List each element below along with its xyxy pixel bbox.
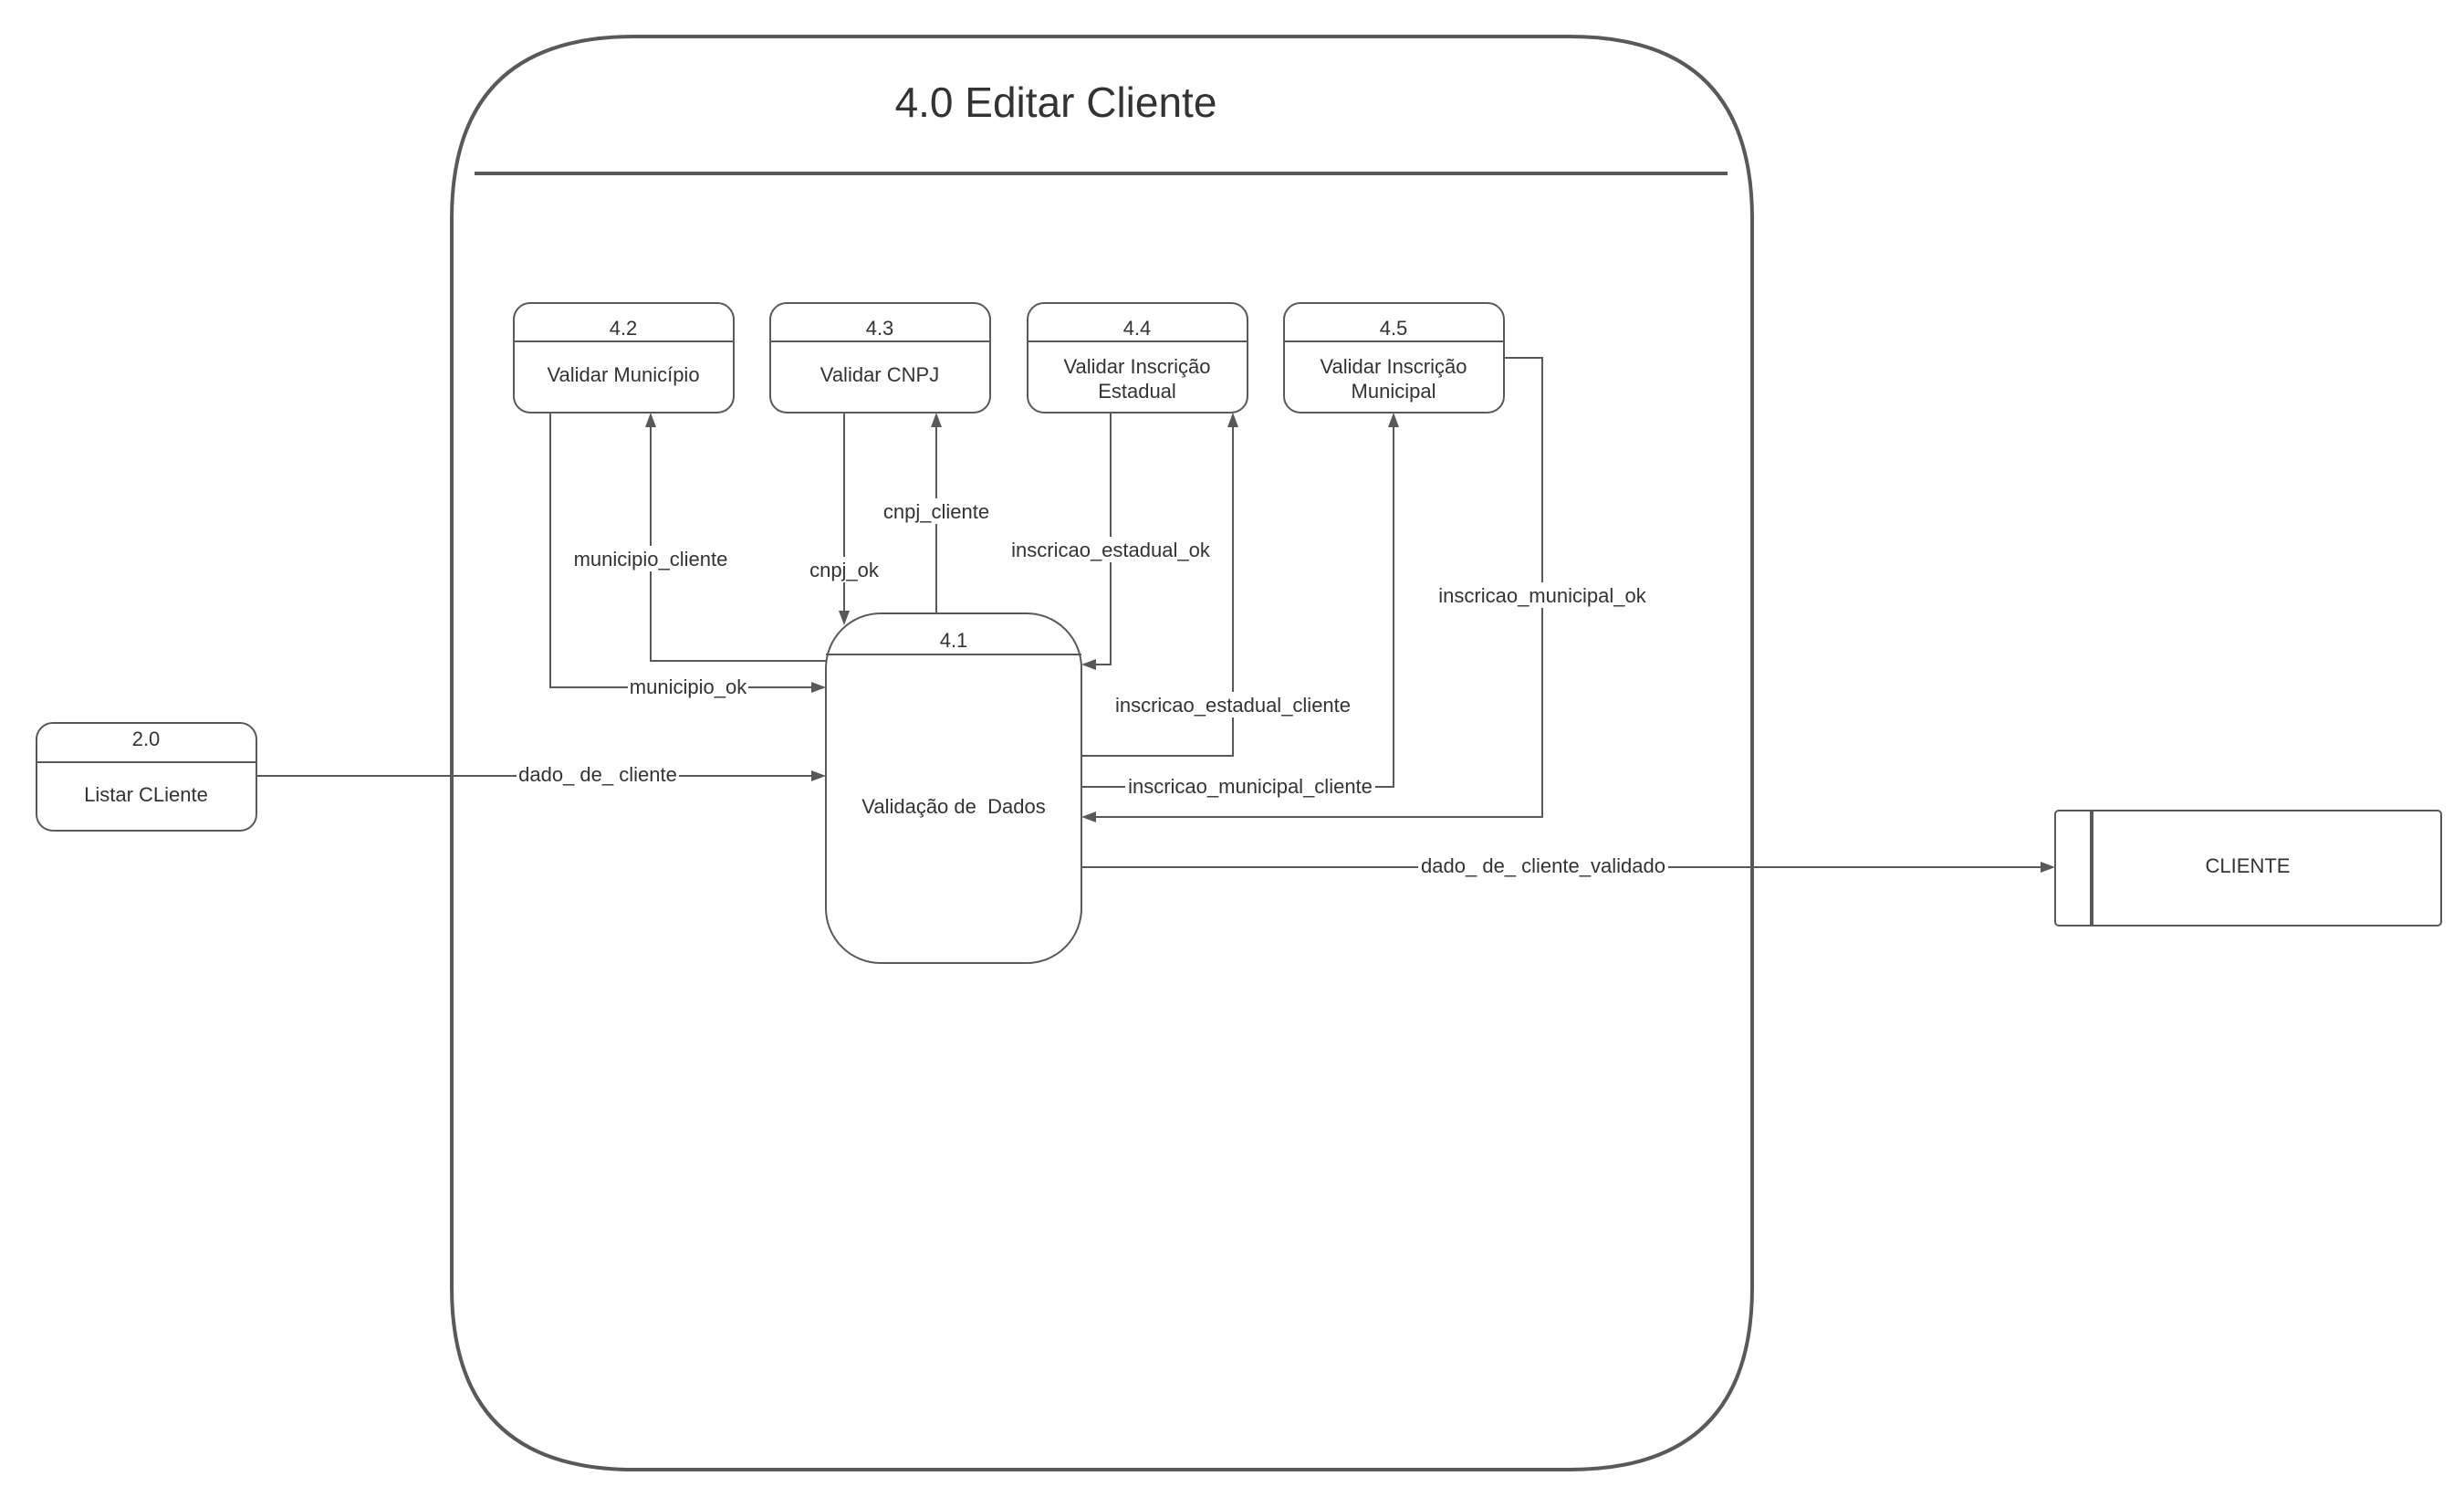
arrowhead-inscricao-estadual-ok — [1081, 659, 1096, 670]
flow-label-cnpj-cliente: cnpj_cliente — [883, 500, 989, 523]
process-4-3[interactable]: 4.3 Validar CNPJ — [769, 302, 991, 414]
arrowhead-cnpj-ok — [839, 611, 850, 625]
flow-label-municipio-cliente: municipio_cliente — [574, 548, 728, 571]
process-4-5-label-line1: Validar Inscrição — [1321, 355, 1467, 378]
process-2-0-number: 2.0 — [132, 728, 161, 750]
datastore-cliente-label: CLIENTE — [2206, 854, 2291, 877]
flow-label-inscricao-municipal-cliente: inscricao_municipal_cliente — [1128, 775, 1373, 798]
flow-label-municipio-ok: municipio_ok — [630, 675, 747, 698]
process-4-3-label: Validar CNPJ — [820, 363, 939, 386]
process-4-5-number: 4.5 — [1380, 317, 1408, 340]
flow-inscricao-estadual-ok-line — [1091, 413, 1112, 665]
flow-label-inscricao-estadual-cliente: inscricao_estadual_cliente — [1115, 694, 1351, 717]
flow-inscricao-estadual-cliente-line — [1081, 422, 1234, 757]
process-4-5-label-line2: Municipal — [1352, 380, 1436, 403]
process-4-1-number: 4.1 — [940, 629, 968, 652]
process-4-4-number: 4.4 — [1123, 317, 1152, 340]
process-4-1-label: Validação de Dados — [861, 795, 1045, 818]
process-4-2-label: Validar Município — [547, 363, 699, 386]
flow-label-dado-de-cliente-validado: dado_ de_ cliente_validado — [1421, 854, 1665, 877]
flow-inscricao-municipal-cliente-line — [1081, 422, 1394, 788]
arrowhead-cnpj-cliente — [931, 413, 942, 427]
process-4-1[interactable]: 4.1 Validação de Dados — [825, 612, 1082, 964]
flow-label-dado-de-cliente: dado_ de_ cliente — [518, 763, 677, 786]
diagram-title: 4.0 Editar Cliente — [895, 79, 1217, 126]
process-4-5[interactable]: 4.5 Validar Inscrição Municipal — [1283, 302, 1505, 414]
arrowhead-dado-de-cliente — [811, 770, 826, 781]
process-4-2-number: 4.2 — [610, 317, 638, 340]
flow-label-inscricao-municipal-ok: inscricao_municipal_ok — [1438, 584, 1646, 607]
arrowhead-dado-de-cliente-validado — [2041, 862, 2055, 873]
process-4-3-number: 4.3 — [866, 317, 894, 340]
process-2-0-label: Listar CLiente — [84, 783, 208, 806]
arrowhead-municipio-cliente — [645, 413, 656, 427]
process-2-0[interactable]: 2.0 Listar CLiente — [36, 722, 257, 832]
process-4-4-label-line2: Estadual — [1098, 380, 1176, 403]
flow-labels: municipio_cliente municipio_ok cnpj_ok c… — [517, 498, 1668, 879]
process-4-4[interactable]: 4.4 Validar Inscrição Estadual — [1027, 302, 1248, 414]
arrowhead-municipio-ok — [811, 682, 826, 693]
flow-label-cnpj-ok: cnpj_ok — [809, 559, 880, 581]
process-4-0-frame: 4.0 Editar Cliente — [450, 35, 1754, 1471]
arrowhead-inscricao-municipal-cliente — [1388, 413, 1399, 427]
flow-municipio-cliente-line — [650, 422, 826, 662]
process-4-2[interactable]: 4.2 Validar Município — [513, 302, 735, 414]
flow-label-inscricao-estadual-ok: inscricao_estadual_ok — [1011, 539, 1211, 561]
process-4-4-label-line1: Validar Inscrição — [1064, 355, 1211, 378]
arrowhead-inscricao-estadual-cliente — [1227, 413, 1238, 427]
datastore-cliente[interactable]: CLIENTE — [2054, 810, 2442, 926]
arrowhead-inscricao-municipal-ok — [1081, 811, 1096, 822]
